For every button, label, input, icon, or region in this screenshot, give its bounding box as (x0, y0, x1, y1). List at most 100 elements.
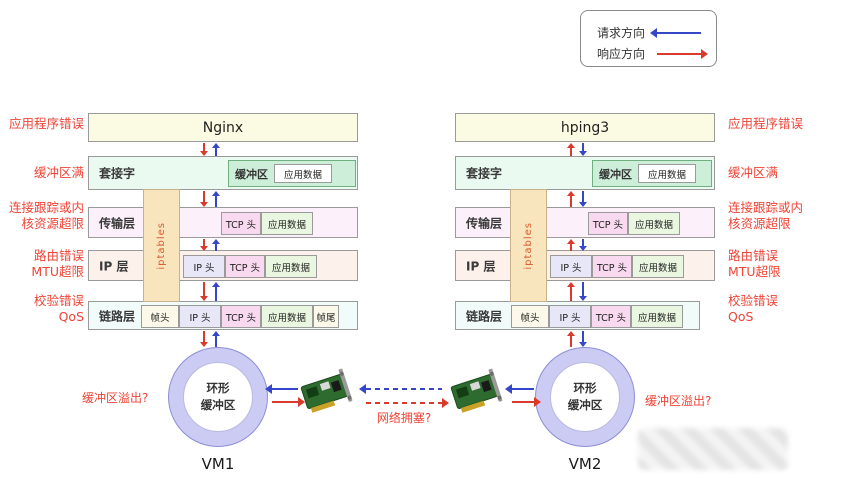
vm1-request-arrow-up (212, 331, 220, 347)
vm1-socket-layer: 套接字 缓冲区 应用数据 (88, 156, 358, 190)
vm1-socket-app-data: 应用数据 (274, 164, 333, 183)
legend-request-label: 请求方向 (597, 26, 646, 40)
vm2-response-arrow-to-ring (512, 397, 541, 407)
vm1-response-arrow-down (200, 239, 208, 251)
vm2-socket-buffer: 缓冲区 应用数据 (592, 160, 712, 187)
frame-header-box: 帧头 (511, 305, 549, 328)
vm1-ip-layer: IP 层 IP 头 TCP 头 应用数据 (88, 250, 358, 281)
vm2-transport-packet: TCP 头 应用数据 (588, 212, 680, 235)
ip-header-box: IP 头 (550, 255, 592, 278)
network-congestion-question: 网络拥塞? (376, 411, 432, 425)
vm2-label: VM2 (568, 455, 602, 473)
app-data-box: 应用数据 (632, 255, 684, 278)
vm2-ip-label: IP 层 (466, 259, 496, 273)
app-data-box: 应用数据 (631, 305, 683, 328)
vm1-ip-packet: IP 头 TCP 头 应用数据 (183, 255, 317, 278)
vm1-request-arrow-up (212, 143, 220, 156)
vm2-response-arrow-up (567, 191, 575, 207)
anno-left-conntrack: 连接跟踪或内 核资源超限 (8, 200, 84, 231)
frame-tail-box: 帧尾 (313, 305, 339, 328)
app-data-box: 应用数据 (265, 255, 317, 278)
vm1-overflow-question: 缓冲区溢出? (82, 391, 149, 405)
vm2-ip-packet: IP 头 TCP 头 应用数据 (550, 255, 684, 278)
network-request-dashed-arrow (359, 384, 442, 394)
vm2-request-arrow-down (579, 143, 587, 156)
ip-header-box: IP 头 (183, 255, 225, 278)
anno-left-buffer-full: 缓冲区满 (33, 165, 84, 180)
vm1-response-arrow-to-nic (272, 397, 305, 407)
vm2-iptables-bar: iptables (510, 189, 547, 302)
tcp-header-box: TCP 头 (592, 255, 632, 278)
anno-right-app-error: 应用程序错误 (728, 116, 804, 131)
vm2-socket-app-data: 应用数据 (638, 164, 697, 183)
vm2-request-arrow-down (579, 282, 587, 301)
anno-right-checksum: 校验错误 QoS (728, 293, 779, 324)
vm1-network-card-icon (300, 368, 353, 413)
vm1-socket-label: 套接字 (99, 166, 136, 181)
anno-left-app-error: 应用程序错误 (8, 116, 84, 131)
vm2-response-arrow-up (567, 239, 575, 251)
vm1-ip-label: IP 层 (99, 259, 129, 273)
vm2-ip-layer: IP 层 IP 头 TCP 头 应用数据 (455, 250, 715, 281)
vm2-link-label: 链路层 (466, 309, 503, 323)
vm2-link-layer: 链路层 帧头 IP 头 TCP 头 应用数据 (455, 301, 700, 330)
vm2-network-card-icon (450, 368, 503, 413)
vm2-request-arrow-to-nic (505, 384, 534, 394)
vm2-response-arrow-up (567, 331, 575, 347)
tcp-header-box: TCP 头 (225, 255, 265, 278)
vm1-request-arrow-to-ring (265, 384, 298, 394)
vm1-transport-layer: 传输层 TCP 头 应用数据 (88, 207, 358, 238)
vm2-request-arrow-down (579, 331, 587, 347)
tcp-header-box: TCP 头 (588, 212, 628, 235)
vm1-response-arrow-down (200, 143, 208, 156)
vm1-label: VM1 (201, 455, 235, 473)
ip-header-box: IP 头 (179, 305, 221, 328)
vm1-ring-buffer: 环形 缓冲区 (168, 347, 268, 447)
anno-left-checksum: 校验错误 QoS (33, 293, 84, 324)
vm2-response-arrow-up (567, 282, 575, 301)
ip-header-box: IP 头 (549, 305, 591, 328)
vm1-link-label: 链路层 (99, 309, 136, 323)
anno-right-buffer-full: 缓冲区满 (728, 165, 779, 180)
legend-response-label: 响应方向 (597, 47, 646, 61)
vm1-response-arrow-down (200, 331, 208, 347)
vm1-request-arrow-up (212, 239, 220, 251)
vm1-transport-label: 传输层 (99, 216, 136, 230)
legend-box: 请求方向 响应方向 (580, 10, 717, 67)
watermark-blur (638, 428, 788, 470)
app-data-box: 应用数据 (261, 212, 313, 235)
app-data-box: 应用数据 (628, 212, 680, 235)
vm2-link-packet: 帧头 IP 头 TCP 头 应用数据 (511, 305, 683, 328)
tcp-header-box: TCP 头 (221, 212, 261, 235)
vm2-request-arrow-down (579, 191, 587, 207)
vm1-socket-buffer: 缓冲区 应用数据 (228, 160, 356, 187)
vm2-transport-label: 传输层 (466, 216, 503, 230)
app-data-box: 应用数据 (261, 305, 313, 328)
vm2-ring-buffer: 环形 缓冲区 (535, 347, 635, 447)
network-response-dashed-arrow (366, 398, 449, 408)
vm1-transport-packet: TCP 头 应用数据 (221, 212, 313, 235)
vm2-transport-layer: 传输层 TCP 头 应用数据 (455, 207, 715, 238)
vm1-link-packet: 帧头 IP 头 TCP 头 应用数据 帧尾 (141, 305, 339, 328)
vm2-socket-label: 套接字 (466, 166, 503, 181)
vm1-response-arrow-down (200, 282, 208, 301)
frame-header-box: 帧头 (141, 305, 179, 328)
anno-right-conntrack: 连接跟踪或内 核资源超限 (728, 200, 804, 231)
vm1-response-arrow-down (200, 191, 208, 207)
anno-left-routing: 路由错误 MTU超限 (31, 248, 84, 279)
vm1-link-layer: 链路层 帧头 IP 头 TCP 头 应用数据 帧尾 (88, 301, 358, 330)
anno-right-routing: 路由错误 MTU超限 (728, 248, 781, 279)
vm1-request-arrow-up (212, 191, 220, 207)
vm2-app-box: hping3 (455, 113, 715, 142)
vm2-response-arrow-up (567, 143, 575, 156)
vm2-overflow-question: 缓冲区溢出? (645, 394, 712, 408)
vm1-app-box: Nginx (88, 113, 358, 142)
legend-response-arrow-icon (657, 49, 708, 59)
tcp-header-box: TCP 头 (591, 305, 631, 328)
legend-request-arrow-icon (650, 28, 701, 38)
tcp-header-box: TCP 头 (221, 305, 261, 328)
vm2-socket-layer: 套接字 缓冲区 应用数据 (455, 156, 715, 190)
vm1-iptables-bar: iptables (143, 189, 180, 302)
vm2-request-arrow-down (579, 239, 587, 251)
